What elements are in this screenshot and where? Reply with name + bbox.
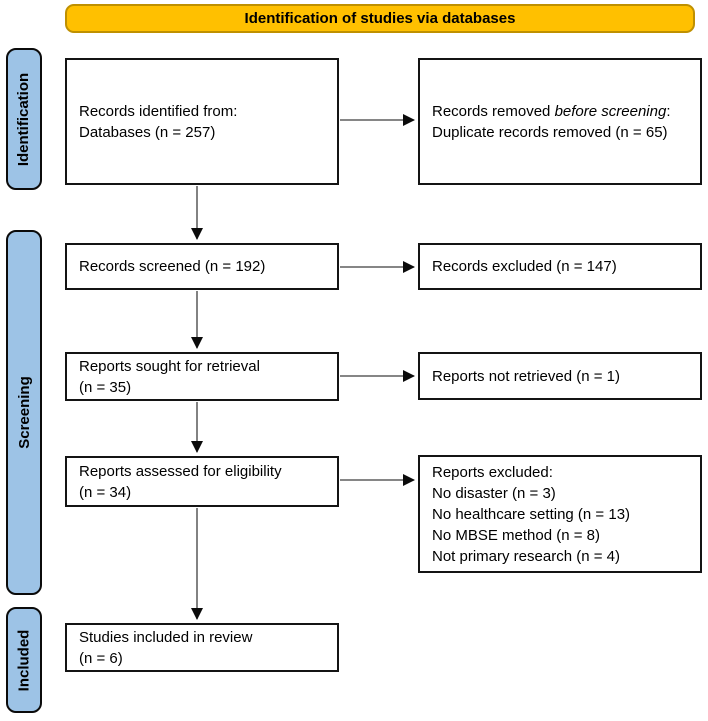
box-records-removed-italic: before screening — [554, 102, 667, 120]
box-reports-assessed-line1: Reports assessed for eligibility — [79, 462, 282, 480]
box-studies-included-line2: (n = 6) — [79, 649, 123, 667]
box-records-screened: Records screened (n = 192) — [65, 243, 339, 290]
box-reports-excluded: Reports excluded: No disaster (n = 3) No… — [418, 455, 702, 573]
box-studies-included: Studies included in review (n = 6) — [65, 623, 339, 672]
box-reports-excluded-line3: No healthcare setting (n = 13) — [432, 505, 631, 523]
box-records-screened-line1: Records screened (n = 192) — [79, 258, 266, 275]
box-records-identified-line1: Records identified from: — [79, 102, 238, 120]
box-reports-sought-line2: (n = 35) — [79, 378, 132, 396]
box-records-removed: Records removed before screening: Duplic… — [418, 58, 702, 185]
box-records-removed-suffix: : — [666, 102, 671, 120]
stage-label-screening: Screening — [6, 230, 42, 595]
stage-label-included-text: Included — [15, 629, 33, 691]
box-reports-not-retrieved-line1: Reports not retrieved (n = 1) — [432, 367, 621, 385]
box-records-identified-line2: Databases (n = 257) — [79, 123, 216, 141]
box-records-removed-line1: Records removed before screening: — [432, 101, 690, 122]
box-reports-sought: Reports sought for retrieval (n = 35) — [65, 352, 339, 401]
stage-label-included: Included — [6, 607, 42, 713]
box-records-excluded: Records excluded (n = 147) — [418, 243, 702, 290]
stage-label-screening-text: Screening — [15, 376, 33, 449]
box-reports-not-retrieved: Reports not retrieved (n = 1) — [418, 352, 702, 400]
box-reports-assessed: Reports assessed for eligibility (n = 34… — [65, 456, 339, 507]
box-reports-excluded-line5: Not primary research (n = 4) — [432, 547, 620, 565]
header-banner: Identification of studies via databases — [65, 4, 695, 33]
box-records-excluded-line1: Records excluded (n = 147) — [432, 258, 617, 275]
box-studies-included-line1: Studies included in review — [79, 628, 253, 646]
box-records-removed-prefix: Records removed — [432, 102, 555, 120]
box-records-removed-line2: Duplicate records removed (n = 65) — [432, 123, 668, 141]
header-banner-label: Identification of studies via databases — [244, 10, 516, 27]
box-reports-excluded-line1: Reports excluded: — [432, 463, 553, 481]
box-records-identified: Records identified from: Databases (n = … — [65, 58, 339, 185]
box-reports-excluded-line4: No MBSE method (n = 8) — [432, 526, 600, 544]
stage-label-identification-text: Identification — [15, 72, 33, 166]
box-reports-excluded-line2: No disaster (n = 3) — [432, 484, 556, 502]
stage-label-identification: Identification — [6, 48, 42, 190]
box-reports-assessed-line2: (n = 34) — [79, 483, 132, 501]
box-reports-sought-line1: Reports sought for retrieval — [79, 357, 260, 375]
